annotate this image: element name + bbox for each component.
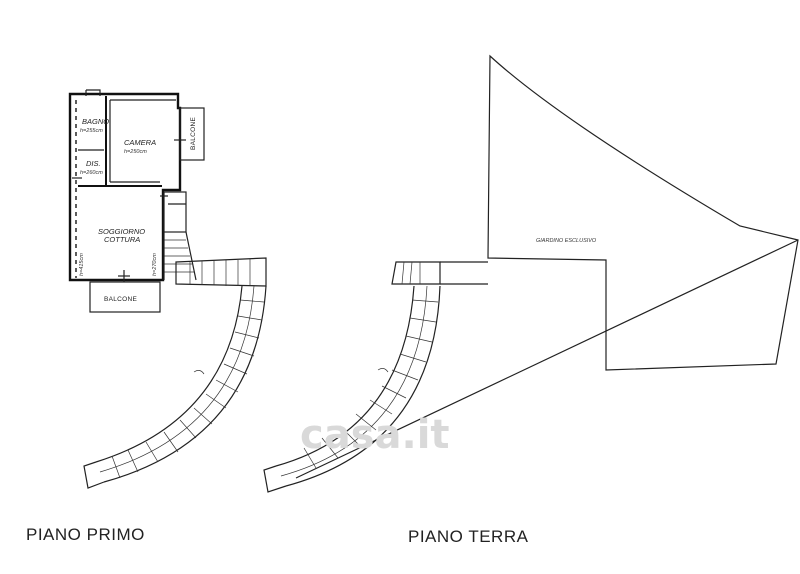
room-bagno-height: h=255cm bbox=[80, 128, 103, 134]
room-bagno-label: BAGNO bbox=[82, 117, 109, 126]
ground-floor-landing bbox=[391, 261, 488, 285]
entry-stair-box bbox=[163, 191, 187, 233]
room-cottura-label: COTTURA bbox=[104, 235, 140, 244]
bottom-balcony-label: BALCONE bbox=[104, 296, 138, 303]
wall-height-right: h=270cm bbox=[152, 253, 158, 276]
apartment-outer-wall bbox=[68, 92, 182, 282]
watermark-text: casa.it bbox=[300, 412, 450, 458]
bottom-balcony bbox=[89, 281, 161, 313]
wall-height-left: h=415cm bbox=[79, 253, 85, 276]
first-floor-plan: BALCONE BALCONE bbox=[68, 89, 267, 489]
first-floor-curved-stair bbox=[83, 285, 267, 489]
entry-stair-steps bbox=[163, 231, 197, 281]
garden-label: GIARDINO ESCLUSIVO bbox=[536, 238, 597, 244]
garden-diagonal-edge bbox=[295, 239, 799, 479]
room-dis-label: DIS. bbox=[86, 159, 101, 168]
ground-floor-title: PIANO TERRA bbox=[408, 527, 529, 546]
room-soggiorno-label: SOGGIORNO bbox=[98, 227, 145, 236]
garden-boundary bbox=[487, 54, 799, 371]
room-camera-label: CAMERA bbox=[124, 138, 156, 147]
ground-floor-curved-stair bbox=[263, 285, 441, 493]
top-wall-notch bbox=[85, 89, 101, 96]
room-camera-height: h=250cm bbox=[124, 149, 147, 155]
room-dis-height: h=260cm bbox=[80, 170, 103, 176]
ground-floor-plan: GIARDINO ESCLUSIVO bbox=[263, 54, 799, 493]
first-floor-title: PIANO PRIMO bbox=[26, 525, 145, 544]
side-balcony-label: BALCONE bbox=[190, 116, 197, 150]
side-balcony bbox=[179, 107, 205, 161]
